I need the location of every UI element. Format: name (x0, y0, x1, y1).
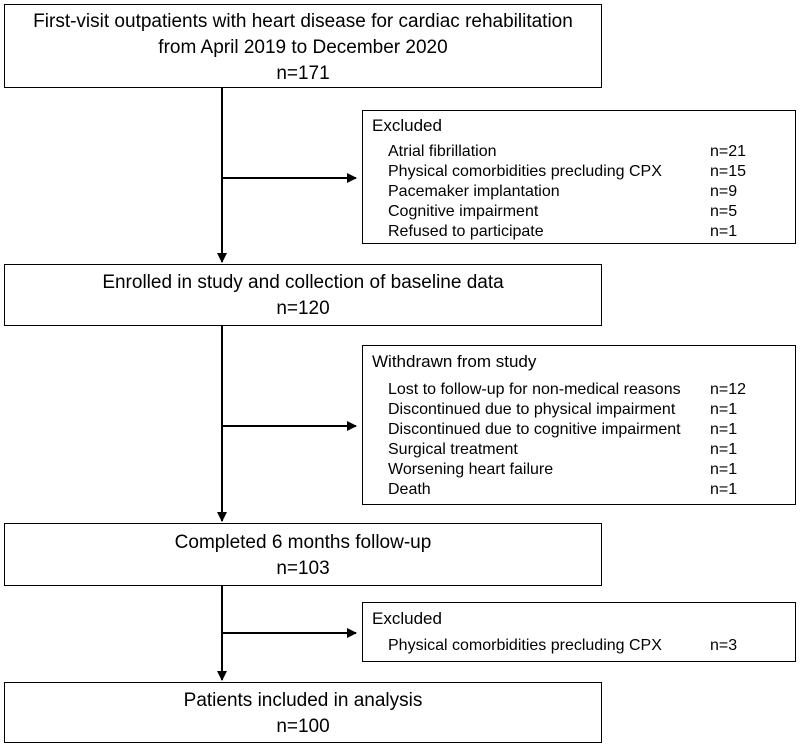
withdrawn-item: Death (388, 481, 431, 498)
box-completed-followup: Completed 6 months follow-up n=103 (4, 523, 602, 586)
box-initial-count: n=171 (276, 63, 330, 84)
box-enrolled-count: n=120 (276, 298, 330, 319)
excluded-1-item: Pacemaker implantation (388, 183, 560, 200)
box-analysis-line1: Patients included in analysis (183, 690, 423, 711)
box-initial-line2: from April 2019 to December 2020 (158, 37, 448, 58)
withdrawn-count: n=1 (710, 461, 738, 478)
box-completed-line1: Completed 6 months follow-up (174, 532, 432, 553)
withdrawn-item: Worsening heart failure (388, 461, 554, 478)
excluded-2-item: Physical comorbidities precluding CPX (388, 637, 662, 654)
excluded-1-item: Physical comorbidities precluding CPX (388, 163, 662, 180)
withdrawn-title: Withdrawn from study (372, 352, 537, 371)
excluded-1-count: n=9 (710, 183, 738, 200)
excluded-1-count: n=21 (710, 143, 747, 160)
box-excluded-2: Excluded Physical comorbidities precludi… (362, 602, 796, 662)
box-completed-count: n=103 (276, 558, 330, 579)
excluded-2-count: n=3 (710, 637, 738, 654)
withdrawn-count: n=1 (710, 421, 738, 438)
withdrawn-count: n=1 (710, 441, 738, 458)
box-analysis: Patients included in analysis n=100 (4, 682, 602, 743)
box-excluded-1: Excluded Atrial fibrillation n=21 Physic… (362, 110, 796, 244)
withdrawn-count: n=1 (710, 481, 738, 498)
withdrawn-item: Surgical treatment (388, 441, 518, 458)
box-initial-line1: First-visit outpatients with heart disea… (33, 11, 573, 32)
excluded-1-item: Cognitive impairment (388, 203, 539, 220)
box-initial-population: First-visit outpatients with heart disea… (4, 4, 602, 88)
box-withdrawn: Withdrawn from study Lost to follow-up f… (362, 345, 796, 505)
excluded-1-count: n=1 (710, 223, 738, 240)
excluded-1-item: Atrial fibrillation (388, 143, 497, 160)
excluded-1-count: n=15 (710, 163, 747, 180)
box-analysis-count: n=100 (276, 716, 330, 737)
withdrawn-item: Lost to follow-up for non-medical reason… (388, 381, 681, 398)
withdrawn-count: n=12 (710, 381, 747, 398)
withdrawn-item: Discontinued due to cognitive impairment (388, 421, 681, 438)
excluded-1-count: n=5 (710, 203, 738, 220)
excluded-1-title: Excluded (372, 116, 442, 135)
excluded-1-item: Refused to participate (388, 223, 544, 240)
excluded-2-title: Excluded (372, 609, 442, 628)
box-enrolled-line1: Enrolled in study and collection of base… (102, 272, 504, 293)
withdrawn-count: n=1 (710, 401, 738, 418)
box-enrolled: Enrolled in study and collection of base… (4, 264, 602, 326)
withdrawn-item: Discontinued due to physical impairment (388, 401, 676, 418)
